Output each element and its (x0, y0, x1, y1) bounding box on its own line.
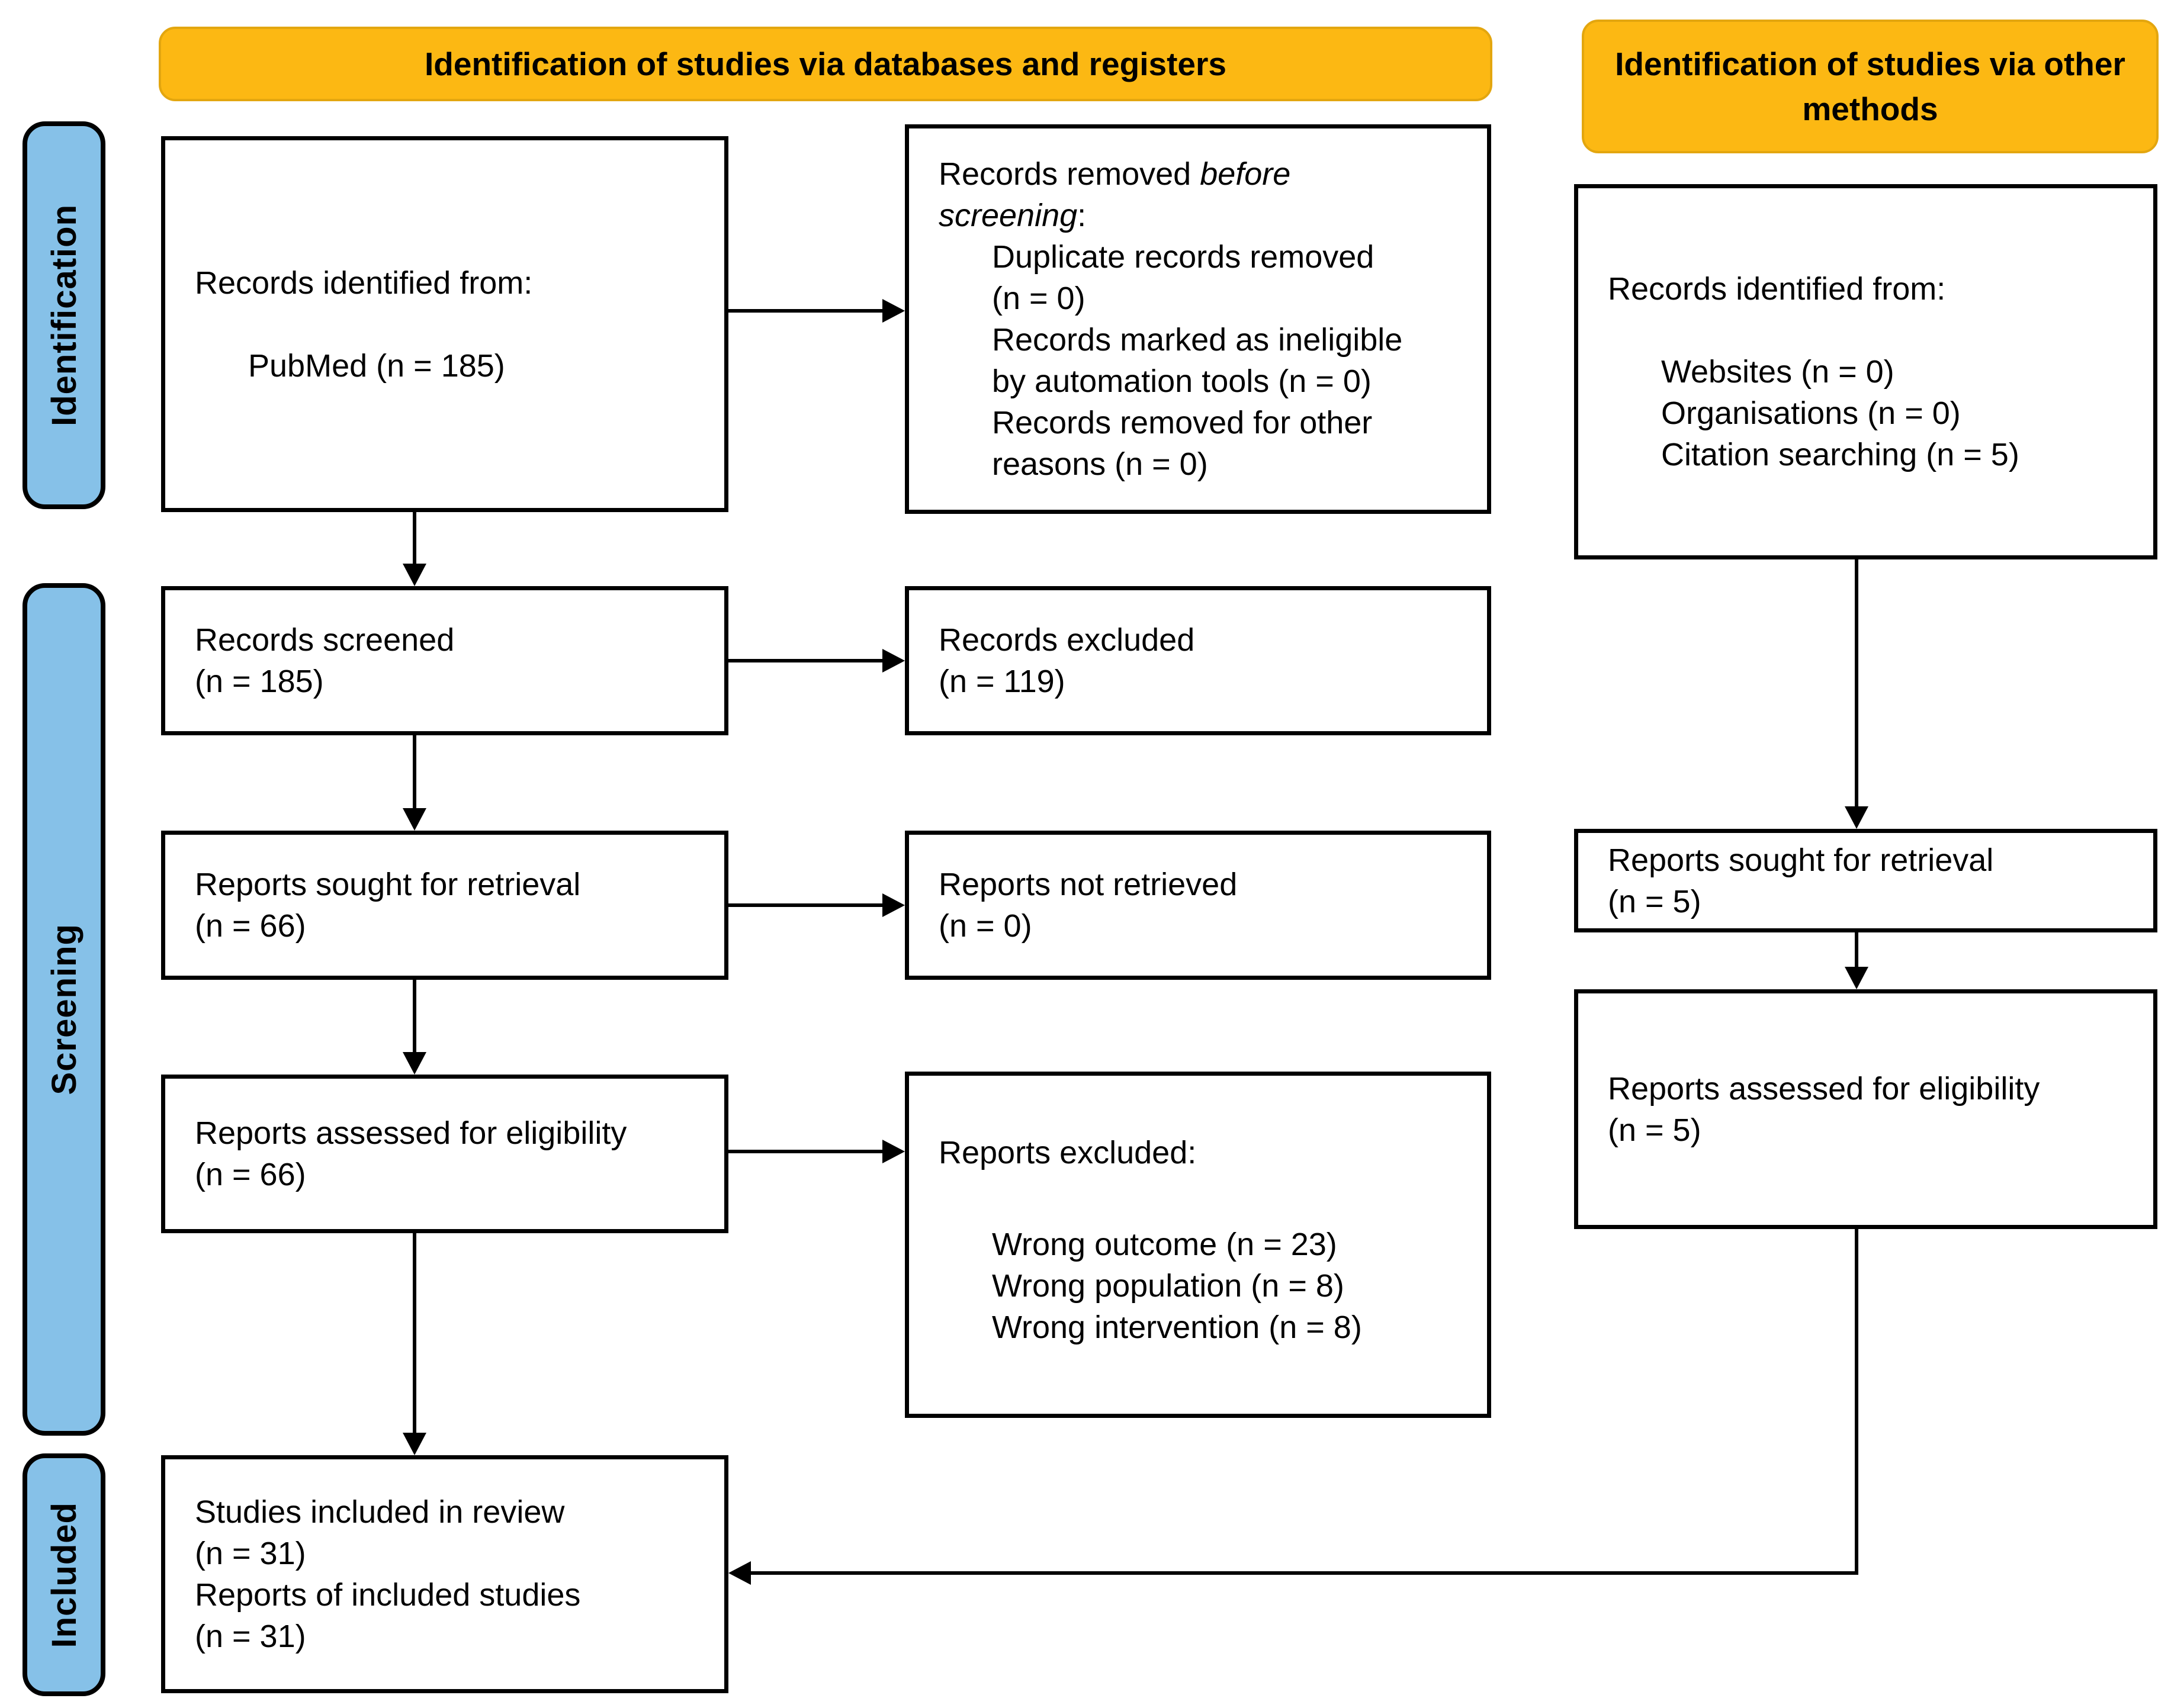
stage-tab-screening-label: Screening (44, 924, 84, 1095)
box-title: Records identified from: (1608, 271, 1946, 307)
arrow-sought-to-notretrieved-head (882, 893, 905, 917)
box-item: reasons (n = 0) (992, 446, 1208, 482)
arrow-identified-to-screened-line (413, 512, 416, 565)
arrow-screened-to-excluded-head (882, 649, 905, 673)
arrow-sought-to-notretrieved-line (728, 903, 884, 907)
spacer (195, 304, 708, 345)
spacer (1608, 310, 2137, 351)
arrow-otherassessed-elbow-vertical (1855, 1229, 1858, 1575)
box-item: (n = 0) (992, 281, 1086, 316)
arrow-identified-to-removed-line (728, 309, 884, 313)
box-line: Records excluded (939, 622, 1195, 658)
box-title: screening: (939, 198, 1087, 233)
arrow-screened-to-excluded-line (728, 659, 884, 662)
box-item: Citation searching (n = 5) (1661, 437, 2019, 472)
box-item: Organisations (n = 0) (1661, 395, 1961, 431)
arrow-othersought-to-assessed-head (1845, 967, 1868, 989)
box-line: Records screened (195, 622, 455, 658)
box-item: Records marked as ineligible (992, 322, 1403, 358)
box-line: Reports assessed for eligibility (1608, 1070, 2040, 1106)
box-records-excluded: Records excluded (n = 119) (905, 586, 1491, 735)
box-title: Reports excluded: (939, 1135, 1197, 1170)
arrow-assessed-to-excluded-head (882, 1140, 905, 1163)
arrow-assessed-to-included-head (403, 1433, 426, 1455)
stage-tab-included-label: Included (44, 1501, 84, 1648)
box-line: (n = 31) (195, 1536, 306, 1571)
stage-tab-identification-label: Identification (44, 204, 84, 426)
box-reports-sought-other: Reports sought for retrieval (n = 5) (1574, 829, 2157, 932)
box-reports-not-retrieved: Reports not retrieved (n = 0) (905, 831, 1491, 980)
arrow-sought-to-assessed-line (413, 980, 416, 1053)
box-item: Wrong outcome (n = 23) (992, 1227, 1337, 1262)
arrow-identified-to-screened-head (403, 564, 426, 586)
header-other-label: Identification of studies via other meth… (1615, 46, 2125, 127)
arrow-assessed-to-excluded-line (728, 1150, 884, 1153)
header-other-methods: Identification of studies via other meth… (1582, 20, 2159, 153)
box-line: (n = 31) (195, 1619, 306, 1654)
box-item: PubMed (n = 185) (248, 348, 505, 384)
stage-tab-screening: Screening (23, 583, 105, 1436)
arrow-screened-to-sought-line (413, 735, 416, 809)
box-title: Records removed before (939, 156, 1291, 192)
arrow-othersought-to-assessed-line (1855, 932, 1858, 968)
arrow-otheridentified-to-sought-head (1845, 806, 1868, 829)
box-line: Reports sought for retrieval (1608, 842, 1994, 878)
box-line: Reports sought for retrieval (195, 867, 581, 902)
box-line: (n = 66) (195, 908, 306, 944)
box-line: Reports not retrieved (939, 867, 1238, 902)
box-records-screened: Records screened (n = 185) (161, 586, 728, 735)
box-item: Wrong intervention (n = 8) (992, 1310, 1362, 1345)
header-databases-label: Identification of studies via databases … (425, 46, 1226, 82)
arrow-assessed-to-included-line (413, 1233, 416, 1434)
box-reports-assessed-databases: Reports assessed for eligibility (n = 66… (161, 1075, 728, 1233)
box-reports-excluded-reasons: Reports excluded: Wrong outcome (n = 23)… (905, 1072, 1491, 1418)
box-reports-assessed-other: Reports assessed for eligibility (n = 5) (1574, 989, 2157, 1229)
header-databases-registers: Identification of studies via databases … (159, 27, 1492, 101)
box-line: (n = 119) (939, 664, 1065, 699)
box-line: (n = 5) (1608, 883, 1701, 919)
box-studies-included: Studies included in review (n = 31) Repo… (161, 1455, 728, 1693)
arrow-otherassessed-elbow-horizontal (750, 1571, 1858, 1575)
box-line: (n = 5) (1608, 1112, 1701, 1148)
box-records-removed-before-screening: Records removed before screening: Duplic… (905, 124, 1491, 514)
spacer (939, 1173, 1470, 1224)
box-line: Reports of included studies (195, 1577, 581, 1613)
arrow-identified-to-removed-head (882, 299, 905, 323)
box-line: (n = 185) (195, 664, 324, 699)
box-line: Studies included in review (195, 1494, 565, 1530)
box-item: Websites (n = 0) (1661, 354, 1894, 390)
box-records-identified-other: Records identified from: Websites (n = 0… (1574, 184, 2157, 559)
box-line: (n = 0) (939, 908, 1032, 944)
stage-tab-identification: Identification (23, 121, 105, 509)
box-line: (n = 66) (195, 1157, 306, 1192)
box-item: Duplicate records removed (992, 239, 1374, 275)
box-line: Reports assessed for eligibility (195, 1115, 627, 1151)
arrow-sought-to-assessed-head (403, 1052, 426, 1075)
arrow-screened-to-sought-head (403, 808, 426, 831)
arrow-otherassessed-to-included-head (728, 1561, 751, 1585)
box-item: by automation tools (n = 0) (992, 364, 1372, 399)
box-title: Records identified from: (195, 265, 533, 301)
stage-tab-included: Included (23, 1453, 105, 1696)
box-item: Records removed for other (992, 405, 1373, 440)
arrow-otheridentified-to-sought-line (1855, 559, 1858, 808)
box-records-identified-databases: Records identified from: PubMed (n = 185… (161, 136, 728, 512)
box-reports-sought-databases: Reports sought for retrieval (n = 66) (161, 831, 728, 980)
box-item: Wrong population (n = 8) (992, 1268, 1344, 1304)
